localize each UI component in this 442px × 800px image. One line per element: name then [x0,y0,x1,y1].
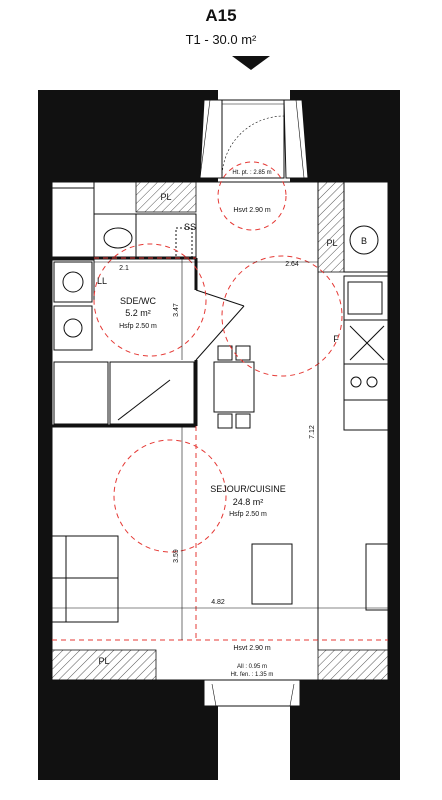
bath-area: 5.2 m² [125,308,151,318]
living-height: Hsfp 2.50 m [229,511,267,518]
dim-top-width: 2.64 [285,261,299,268]
pl-zone-right [317,181,345,273]
label-ht-fen: Ht. fen. : 1.35 m [231,672,274,678]
sofa [51,535,119,623]
tv-unit [365,543,389,611]
unit-summary: T1 - 30.0 m² [185,32,257,47]
dim-right-depth: 7.12 [309,425,316,439]
dimension-lines [52,258,388,640]
label-hsvt-bottom: Hsvt 2.90 m [233,645,271,652]
label-ll: LL [97,276,107,286]
dining-table [213,345,255,429]
label-pl-right: PL [326,238,337,248]
label-f: F [333,334,339,344]
top-balcony [199,99,309,179]
unit-title: A15 [205,6,237,25]
accessibility-circles [52,161,388,641]
boiler-icon [349,225,379,255]
pl-zone-bottom-right [317,649,389,681]
bath-name: SDE/WC [120,296,157,306]
label-all: All : 0.95 m [237,664,267,670]
coffee-table [251,543,293,605]
pl-zone-top [135,181,197,213]
sink-icon [63,318,83,338]
label-hsvt-top: Hsvt 2.90 m [233,207,271,214]
living-area: 24.8 m² [233,497,264,507]
bath-fixtures [53,261,195,425]
label-b: B [361,236,367,246]
label-pl-bottom: PL [98,656,109,666]
label-ht-pt: Ht. pt. : 2.85 m [232,170,271,176]
dim-living-depth: 3.59 [173,549,180,563]
orientation-arrow-icon [232,56,270,70]
washing-machine-icon [62,271,84,293]
toilet-icon [103,227,133,249]
dim-living-width: 4.82 [211,599,225,606]
dim-bath-depth: 3.47 [173,303,180,317]
pl-zone-bottom [51,649,157,681]
living-name: SEJOUR/CUISINE [210,484,286,494]
label-ss: SS [184,222,196,232]
label-pl-top: PL [160,192,171,202]
exterior-walls [38,90,400,780]
dim-bath-width: 2.1 [119,265,129,272]
bath-height: Hsfp 2.50 m [119,323,157,330]
